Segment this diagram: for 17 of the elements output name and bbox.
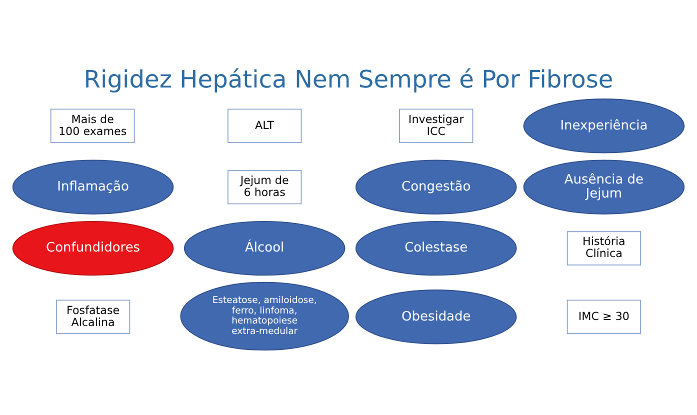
node-ellipse: Inexperiência (523, 98, 685, 154)
node-box: História Clínica (566, 231, 642, 266)
node-ellipse: Esteatose, amiloidose, ferro, linfoma, hematopoiese extra-medular (180, 282, 349, 351)
node-ellipse: Congestão (355, 160, 517, 214)
node-box: IMC ≥ 30 (566, 300, 642, 334)
diagram-title: Rigidez Hepática Nem Sempre é Por Fibrose (84, 66, 614, 94)
node-box: Mais de 100 exames (50, 108, 135, 144)
node-ellipse: Álcool (184, 220, 346, 276)
node-box: Fosfatase Alcalina (56, 300, 130, 334)
node-ellipse: Confundidores (12, 220, 174, 276)
node-box: Investigar ICC (399, 108, 474, 144)
node-ellipse: Inflamação (12, 160, 174, 214)
node-ellipse: Colestase (355, 220, 517, 276)
node-ellipse: Ausência de Jejum (523, 160, 685, 214)
node-box: Jejum de 6 horas (228, 170, 302, 204)
node-ellipse: Obesidade (355, 290, 517, 344)
node-box: ALT (228, 108, 302, 144)
